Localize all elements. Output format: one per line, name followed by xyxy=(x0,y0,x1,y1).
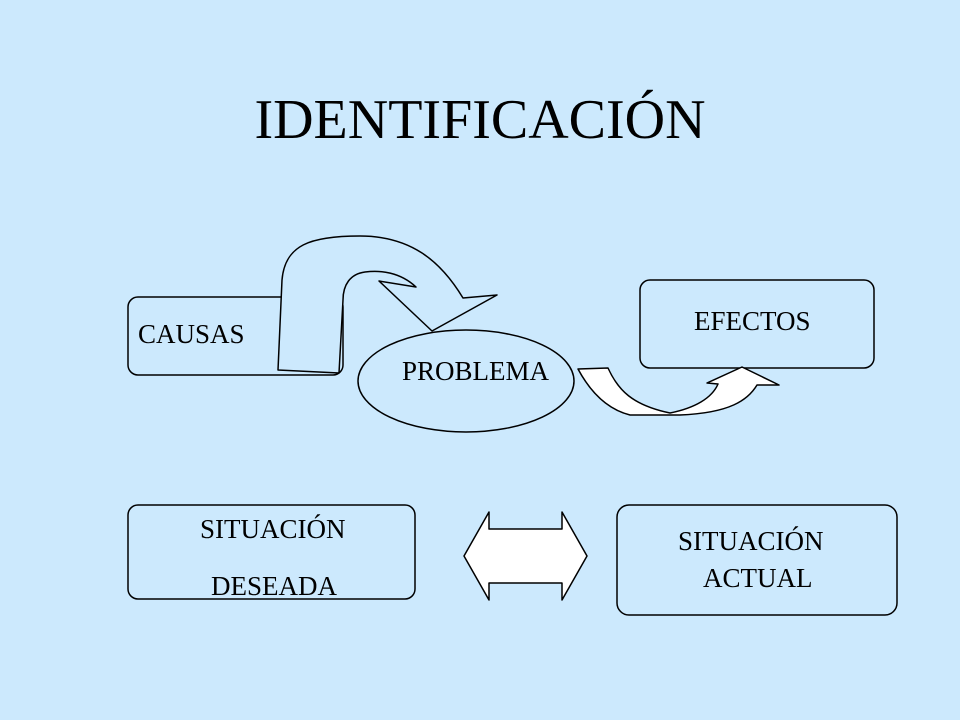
desired-situation-box xyxy=(127,504,416,600)
desired-situation-line1: SITUACIÓN xyxy=(200,514,346,544)
bidirectional-arrow xyxy=(463,511,588,601)
problem-ellipse xyxy=(357,329,575,433)
problem-to-effects-arrow xyxy=(577,366,780,416)
desired-situation-line2: DESEADA xyxy=(211,571,337,601)
current-situation-line2: ACTUAL xyxy=(703,563,813,593)
effects-label: EFECTOS xyxy=(694,306,811,336)
current-situation-box xyxy=(616,504,898,616)
current-situation-line1: SITUACIÓN xyxy=(678,526,824,556)
slide-title: IDENTIFICACIÓN xyxy=(254,89,706,151)
causes-label: CAUSAS xyxy=(138,319,245,349)
causes-to-problem-arrow xyxy=(277,235,498,374)
effects-box xyxy=(639,279,875,369)
problem-label: PROBLEMA xyxy=(402,356,550,386)
